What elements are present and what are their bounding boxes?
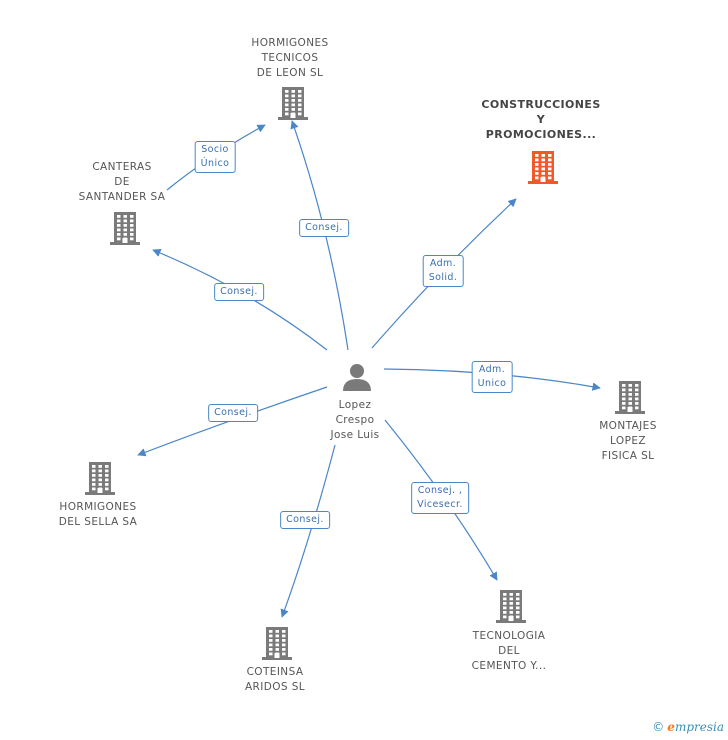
company-name-line: TECNICOS	[261, 52, 319, 64]
relation-label-line: Adm.	[478, 364, 506, 375]
company-name-line: CEMENTO Y...	[471, 660, 547, 672]
company-name-line: MONTAJES	[599, 420, 657, 432]
person-icon	[343, 364, 371, 391]
building-icon	[615, 381, 645, 414]
company-node[interactable]	[262, 626, 292, 664]
relation-label[interactable]: Consej.	[208, 404, 258, 422]
relation-label[interactable]: Consej.	[280, 511, 330, 529]
relation-label[interactable]: Adm. Unico	[471, 361, 513, 393]
relation-label-line: Consej.	[286, 514, 324, 525]
company-name-line: PROMOCIONES...	[485, 128, 597, 141]
company-name[interactable]: HORMIGONES TECNICOS DE LEON SL	[251, 36, 328, 81]
company-name-line: DE LEON SL	[256, 67, 324, 79]
relation-label-line: Consej.	[305, 222, 343, 233]
relation-label-line: Socio	[201, 144, 229, 155]
relation-label[interactable]: Consej. , Vicesecr.	[411, 482, 469, 514]
company-name-line: TECNOLOGIA	[472, 630, 546, 642]
building-icon	[110, 212, 140, 245]
company-name-line: CONSTRUCCIONES	[481, 98, 601, 111]
person-name-line: Crespo	[335, 414, 375, 426]
company-name-line: HORMIGONES	[59, 501, 137, 513]
company-name[interactable]: CONSTRUCCIONES Y PROMOCIONES...	[481, 97, 600, 142]
company-name-line: COTEINSA	[246, 666, 304, 678]
company-node[interactable]	[278, 86, 308, 124]
relation-label-line: Único	[200, 158, 230, 169]
company-name[interactable]: COTEINSA ARIDOS SL	[245, 665, 305, 695]
relation-label-line: Adm.	[429, 258, 457, 269]
building-icon	[262, 627, 292, 660]
relation-label-line: Solid.	[428, 272, 458, 283]
company-name[interactable]: TECNOLOGIA DEL CEMENTO Y...	[472, 629, 547, 674]
relation-label-line: Consej.	[214, 407, 252, 418]
company-name-line: CANTERAS	[92, 161, 152, 173]
relation-label-line: Unico	[477, 378, 507, 389]
company-name[interactable]: CANTERAS DE SANTANDER SA	[79, 160, 166, 205]
company-name-line: DE	[114, 176, 130, 188]
building-icon	[85, 462, 115, 495]
company-node[interactable]	[110, 211, 140, 249]
company-name-line: Y	[536, 113, 546, 126]
relation-label-line: Vicesecr.	[417, 499, 463, 510]
copyright-symbol: ©	[652, 720, 665, 734]
building-icon	[278, 87, 308, 120]
person-node[interactable]	[342, 363, 372, 395]
relation-edge	[280, 444, 336, 618]
brand-logo-initial: e	[667, 720, 675, 734]
company-name-line: LOPEZ	[610, 435, 646, 447]
company-name-line: ARIDOS SL	[244, 681, 306, 693]
company-node[interactable]	[85, 461, 115, 499]
relation-label[interactable]: Adm. Solid.	[422, 255, 464, 287]
relation-label[interactable]: Consej.	[214, 283, 264, 301]
company-name-line: DEL	[498, 645, 520, 657]
company-node[interactable]	[615, 380, 645, 418]
company-node[interactable]	[528, 150, 558, 188]
building-icon	[528, 151, 558, 184]
company-name-line: HORMIGONES	[251, 37, 329, 49]
brand-logo-text: mpresia	[674, 720, 724, 734]
building-icon	[496, 590, 526, 623]
company-name-line: DEL SELLA SA	[58, 516, 138, 528]
person-name-line: Lopez	[338, 399, 372, 411]
company-name-line: SANTANDER SA	[78, 191, 166, 203]
relation-label[interactable]: Consej.	[299, 219, 349, 237]
person-name-line: Jose Luis	[330, 429, 380, 441]
company-name[interactable]: MONTAJES LOPEZ FISICA SL	[599, 419, 657, 464]
company-name-line: FISICA SL	[601, 450, 655, 462]
company-name[interactable]: HORMIGONES DEL SELLA SA	[59, 500, 138, 530]
relation-label-line: Consej.	[220, 286, 258, 297]
relation-label-line: Consej. ,	[417, 485, 463, 496]
brand-footer[interactable]: ©empresia	[652, 720, 724, 734]
company-node[interactable]	[496, 589, 526, 627]
